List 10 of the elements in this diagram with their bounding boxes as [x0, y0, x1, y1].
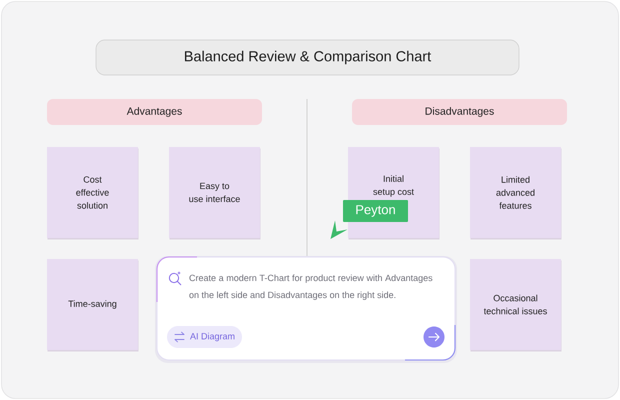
sticky-note: Limited advanced features [470, 147, 562, 240]
sticky-note: Easy to use interface [169, 147, 260, 240]
sticky-note: Occasional technical issues [470, 259, 562, 352]
title-box: Balanced Review & Comparison Chart [96, 40, 520, 76]
sticky-note: Cost effective solution [47, 147, 138, 240]
sticky-note: Time-saving [47, 259, 138, 352]
name-tag: Peyton [343, 200, 408, 222]
column-header: Disadvantages [352, 99, 567, 125]
column-header: Advantages [47, 99, 262, 125]
mode-button: AI Diagram [167, 326, 242, 348]
